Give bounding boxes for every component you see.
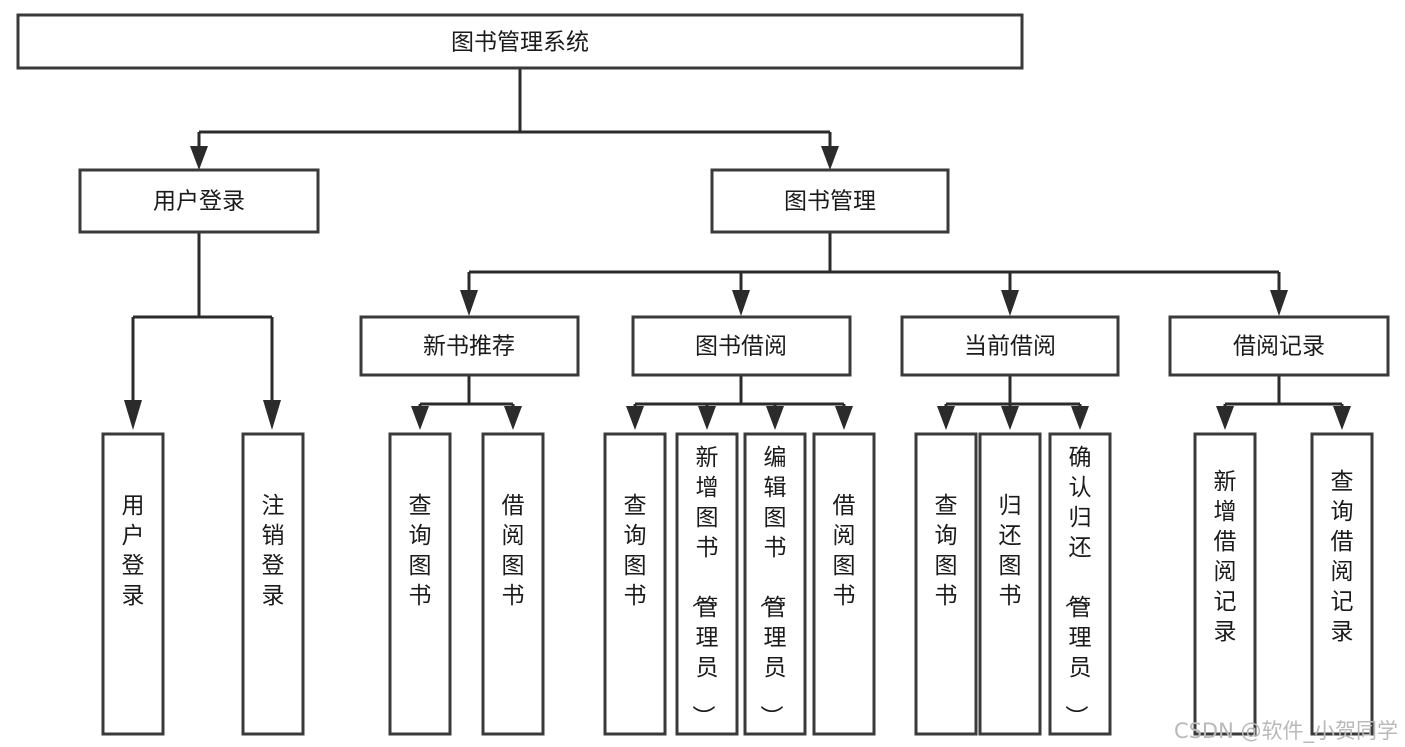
- node-l3-add-record[interactable]: 新增借阅记录: [1193, 432, 1257, 736]
- connector-layer: [124, 68, 1351, 430]
- arrow-head-add-record: [1216, 406, 1234, 430]
- node-user-login-label: 用户登录: [153, 189, 245, 215]
- node-l3-confirm-return-label: 确认归还（管理员）: [1063, 445, 1092, 728]
- arrow-head-new-book-rec: [460, 290, 478, 316]
- arrow-head-user-login: [190, 146, 208, 170]
- node-l3-borrow-book-b[interactable]: 借阅图书: [812, 432, 876, 736]
- arrow-head-query-record: [1333, 406, 1351, 430]
- node-l3-edit-book-label: 编辑图书（管理员）: [758, 445, 787, 728]
- node-book-manage[interactable]: 图书管理: [710, 168, 950, 234]
- arrow-head-confirm-return: [1071, 406, 1089, 430]
- arrow-head-query-book-b: [626, 406, 644, 430]
- node-l3-query-book-b-box[interactable]: [603, 432, 667, 736]
- node-l3-add-book-label: 新增图书（管理员）: [690, 445, 719, 728]
- node-l3-query-book-c-box[interactable]: [914, 432, 978, 736]
- node-book-borrow-box[interactable]: [631, 315, 852, 377]
- node-l3-logout-box[interactable]: [241, 432, 305, 736]
- node-new-book-recommend[interactable]: 新书推荐: [359, 315, 580, 377]
- node-l3-add-book[interactable]: 新增图书（管理员）: [675, 432, 739, 736]
- arrow-head-query-book-c: [937, 406, 955, 430]
- node-l3-user-login-box[interactable]: [101, 432, 165, 736]
- node-root-label: 图书管理系统: [451, 30, 589, 56]
- node-l3-query-book-a-box[interactable]: [388, 432, 452, 736]
- node-l3-query-book-b[interactable]: 查询图书: [603, 432, 667, 736]
- arrow-head-book-manage: [821, 146, 839, 170]
- node-root-box[interactable]: [16, 13, 1024, 70]
- arrow-head-l3-logout: [263, 400, 281, 430]
- node-new-book-recommend-label: 新书推荐: [423, 334, 515, 360]
- node-l3-confirm-return-box[interactable]: [1048, 432, 1112, 736]
- node-borrow-record-label: 借阅记录: [1233, 334, 1325, 360]
- node-l3-query-book-b-label: 查询图书: [624, 493, 647, 609]
- node-borrow-record-box[interactable]: [1168, 315, 1390, 377]
- node-l3-user-login[interactable]: 用户登录: [101, 432, 165, 736]
- node-l3-return-book-label: 归还图书: [999, 493, 1022, 609]
- node-book-manage-box[interactable]: [710, 168, 950, 234]
- node-book-borrow[interactable]: 图书借阅: [631, 315, 852, 377]
- node-current-borrow[interactable]: 当前借阅: [900, 315, 1120, 377]
- node-l3-query-book-c-label: 查询图书: [935, 493, 958, 609]
- arrow-head-add-book: [698, 406, 716, 430]
- node-l3-edit-book[interactable]: 编辑图书（管理员）: [743, 432, 807, 736]
- node-l3-query-book-c[interactable]: 查询图书: [914, 432, 978, 736]
- node-l3-return-book[interactable]: 归还图书: [978, 432, 1042, 736]
- node-l3-logout[interactable]: 注销登录: [241, 432, 305, 736]
- node-user-login-box[interactable]: [78, 168, 320, 234]
- node-root[interactable]: 图书管理系统: [16, 13, 1024, 70]
- arrow-head-query-book-a: [411, 406, 429, 430]
- arrow-head-return-book: [1001, 406, 1019, 430]
- node-l3-borrow-book-a-label: 借阅图书: [502, 493, 525, 609]
- arrow-head-borrow-record: [1270, 290, 1288, 316]
- arrow-head-edit-book: [766, 406, 784, 430]
- node-l3-query-record[interactable]: 查询借阅记录: [1310, 432, 1374, 736]
- node-book-manage-label: 图书管理: [784, 189, 876, 215]
- arrow-head-borrow-book-b: [835, 406, 853, 430]
- node-l3-confirm-return[interactable]: 确认归还（管理员）: [1048, 432, 1112, 736]
- node-l3-user-login-label: 用户登录: [122, 493, 145, 609]
- node-l3-edit-book-box[interactable]: [743, 432, 807, 736]
- node-l3-return-book-box[interactable]: [978, 432, 1042, 736]
- watermark-label: CSDN @软件_小贺同学: [1174, 719, 1398, 744]
- node-new-book-recommend-box[interactable]: [359, 315, 580, 377]
- node-user-login[interactable]: 用户登录: [78, 168, 320, 234]
- node-book-borrow-label: 图书借阅: [695, 334, 787, 360]
- node-l3-query-record-box[interactable]: [1310, 432, 1374, 736]
- node-l3-borrow-book-b-box[interactable]: [812, 432, 876, 736]
- arrow-head-l3-user-login: [124, 400, 142, 430]
- node-l3-add-record-box[interactable]: [1193, 432, 1257, 736]
- node-current-borrow-label: 当前借阅: [964, 334, 1056, 360]
- node-l3-borrow-book-a[interactable]: 借阅图书: [481, 432, 545, 736]
- node-l3-borrow-book-b-label: 借阅图书: [833, 493, 856, 609]
- node-current-borrow-box[interactable]: [900, 315, 1120, 377]
- node-l3-logout-label: 注销登录: [262, 493, 285, 609]
- node-borrow-record[interactable]: 借阅记录: [1168, 315, 1390, 377]
- arrow-head-borrow-book-a: [504, 406, 522, 430]
- arrow-head-current-borrow: [1001, 290, 1019, 316]
- node-l3-add-book-box[interactable]: [675, 432, 739, 736]
- node-l3-query-book-a-label: 查询图书: [409, 493, 432, 609]
- arrow-head-book-borrow: [732, 290, 750, 316]
- node-l3-add-record-label: 新增借阅记录: [1214, 469, 1237, 645]
- node-l3-borrow-book-a-box[interactable]: [481, 432, 545, 736]
- node-l3-query-book-a[interactable]: 查询图书: [388, 432, 452, 736]
- node-l3-query-record-label: 查询借阅记录: [1331, 469, 1354, 645]
